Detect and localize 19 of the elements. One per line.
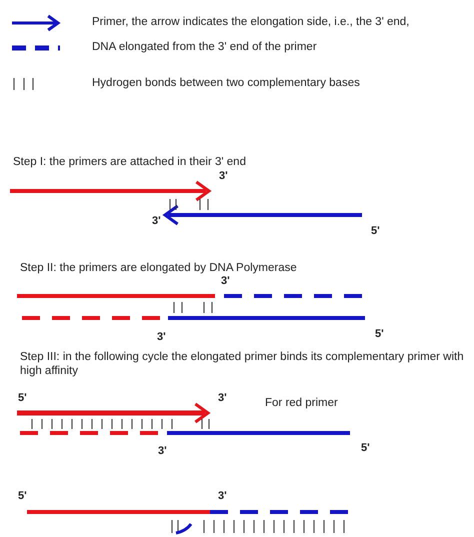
end-label: 5' [18, 489, 27, 503]
end-label: 5' [375, 327, 384, 341]
legend-text: DNA elongated from the 3' end of the primer [92, 40, 317, 54]
step-caption: Step III: in the following cycle the elongated primer binds its complementary primer with high affinity [20, 350, 465, 378]
end-label: 3' [157, 330, 166, 344]
end-label: 3' [158, 444, 167, 458]
legend-text: Primer, the arrow indicates the elongation side, i.e., the 3' end, [92, 15, 410, 29]
note-text: For red primer [265, 396, 338, 410]
legend-text: Hydrogen bonds between two complementary bases [92, 76, 360, 90]
end-label: 5' [371, 224, 380, 238]
end-label: 3' [221, 274, 230, 288]
step-caption: Step II: the primers are elongated by DNA Polymerase [20, 261, 297, 275]
step-caption: Step I: the primers are attached in their 3' end [13, 155, 246, 169]
end-label: 3' [152, 214, 161, 228]
end-label: 3' [218, 489, 227, 503]
end-label: 3' [219, 169, 228, 183]
end-label: 5' [18, 391, 27, 405]
end-label: 3' [218, 391, 227, 405]
end-label: 5' [361, 441, 370, 455]
